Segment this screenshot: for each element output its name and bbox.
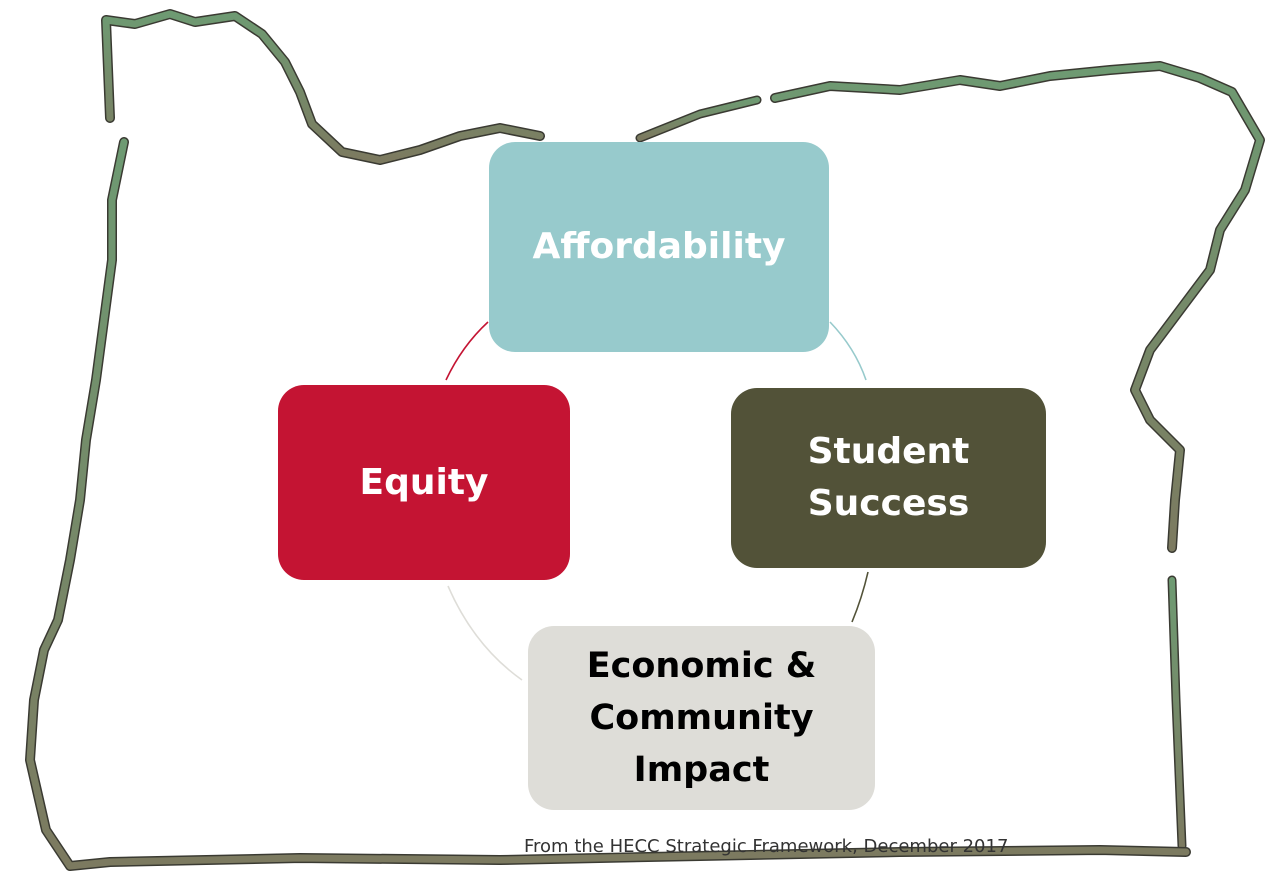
node-economic-community-impact: Economic & Community Impact [528, 626, 875, 810]
outline-segment-east-fill [1169, 577, 1185, 849]
arc-student-success-to-economic-impact [851, 571, 869, 623]
node-affordability: Affordability [489, 142, 829, 352]
arc-affordability-to-student-success [829, 321, 867, 381]
node-student-success: Student Success [731, 388, 1046, 568]
outline-segment-west-south-fill [26, 138, 1190, 870]
outline-segment-northwest-fill [102, 10, 544, 164]
arc-economic-impact-to-equity [447, 585, 523, 681]
outline-segment-north-middle-fill [637, 97, 760, 141]
arc-equity-to-affordability [445, 321, 489, 381]
node-equity-label: Equity [359, 461, 489, 503]
outline-segment-northeast-fill [771, 62, 1264, 552]
node-economic-community-impact-label: Economic & Community Impact [586, 646, 817, 790]
node-student-success-label: Student Success [807, 431, 970, 524]
node-equity: Equity [278, 385, 570, 580]
source-caption: From the HECC Strategic Framework, Decem… [524, 836, 1009, 857]
node-affordability-label: Affordability [532, 226, 786, 267]
